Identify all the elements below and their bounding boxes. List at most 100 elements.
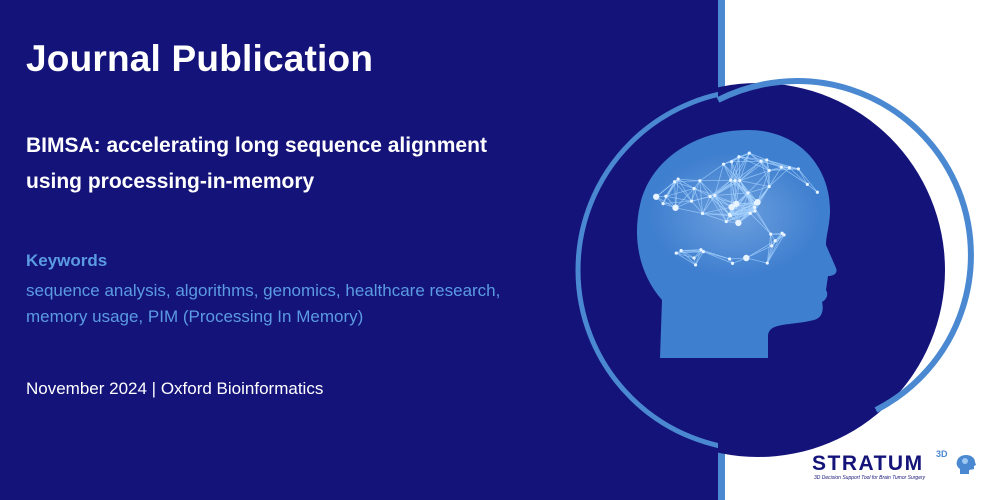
- network-link: [726, 206, 755, 222]
- network-node: [735, 219, 742, 227]
- network-node: [767, 184, 771, 189]
- network-node: [728, 214, 732, 218]
- network-link: [735, 203, 739, 223]
- network-link: [725, 215, 731, 222]
- network-link: [730, 206, 755, 217]
- network-link: [730, 212, 751, 217]
- network-link: [723, 163, 741, 181]
- network-link: [729, 206, 755, 215]
- network-link: [729, 203, 737, 217]
- network-node: [754, 199, 761, 206]
- network-link: [738, 203, 756, 224]
- network-link: [739, 180, 756, 204]
- network-link: [729, 206, 733, 215]
- network-node: [727, 212, 732, 217]
- network-link: [739, 170, 770, 181]
- network-link: [770, 234, 773, 246]
- network-link: [734, 180, 758, 203]
- network-link: [738, 207, 755, 224]
- network-link: [725, 214, 730, 222]
- network-link: [757, 170, 770, 203]
- network-link: [747, 192, 758, 203]
- network-link: [749, 207, 755, 214]
- network-link: [757, 186, 770, 203]
- network-link: [747, 192, 751, 214]
- network-link: [738, 156, 762, 162]
- network-node: [748, 211, 752, 215]
- paper-title: BIMSA: accelerating long sequence alignm…: [26, 134, 487, 193]
- network-link: [734, 180, 749, 194]
- network-link: [781, 166, 799, 170]
- network-link: [749, 152, 762, 162]
- network-node: [770, 244, 774, 248]
- network-link: [754, 186, 770, 208]
- network-link: [725, 203, 737, 222]
- network-link: [754, 210, 772, 235]
- network-link: [760, 160, 790, 169]
- network-link: [771, 234, 785, 247]
- network-link: [731, 206, 755, 212]
- network-link: [731, 180, 741, 208]
- network-node: [733, 179, 737, 183]
- network-link: [725, 206, 732, 222]
- network-link: [729, 212, 751, 215]
- network-link: [746, 257, 768, 264]
- network-link: [749, 213, 772, 235]
- network-link: [749, 203, 756, 214]
- network-link: [729, 203, 737, 215]
- network-link: [730, 179, 756, 204]
- network-link: [769, 166, 782, 171]
- network-link: [726, 221, 739, 224]
- network-link: [747, 192, 755, 208]
- network-link: [739, 159, 768, 181]
- network-link: [739, 160, 762, 181]
- network-link: [739, 180, 758, 203]
- network-link: [739, 180, 755, 208]
- network-link: [754, 202, 758, 212]
- network-node: [753, 209, 757, 213]
- network-link: [766, 233, 783, 264]
- network-node: [738, 178, 742, 183]
- network-node: [765, 158, 769, 162]
- network-link: [766, 159, 790, 169]
- network-link: [730, 152, 750, 181]
- network-link: [760, 161, 770, 187]
- network-link: [766, 234, 785, 264]
- network-link: [730, 179, 749, 194]
- network-link: [731, 203, 756, 208]
- network-node: [728, 203, 735, 211]
- page-title: Journal Publication: [26, 38, 374, 79]
- network-link: [760, 160, 782, 168]
- publication-info: November 2024 | Oxford Bioinformatics: [26, 379, 324, 398]
- network-link: [736, 203, 751, 214]
- network-link: [729, 203, 756, 215]
- network-node: [815, 190, 819, 194]
- network-link: [750, 210, 756, 214]
- network-link: [774, 232, 783, 241]
- network-link: [723, 156, 740, 165]
- network-link: [736, 203, 755, 208]
- network-link: [738, 201, 758, 224]
- network-link: [771, 232, 783, 247]
- network-link: [789, 167, 799, 170]
- network-link: [747, 186, 770, 194]
- network-link: [729, 201, 758, 215]
- keywords-list: sequence analysis, algorithms, genomics,…: [26, 281, 501, 326]
- network-link: [769, 168, 799, 171]
- network-link: [735, 180, 741, 204]
- network-node: [743, 254, 750, 262]
- network-node: [765, 261, 769, 265]
- network-link: [736, 203, 756, 212]
- network-link: [731, 206, 751, 214]
- network-link: [730, 156, 740, 181]
- network-link: [781, 232, 785, 236]
- network-link: [739, 180, 756, 212]
- network-link: [730, 215, 739, 224]
- network-link: [738, 213, 751, 224]
- network-link: [731, 152, 750, 163]
- network-link: [766, 240, 776, 264]
- network-link: [766, 245, 772, 264]
- network-node: [773, 239, 777, 243]
- network-link: [731, 161, 741, 181]
- network-link: [781, 166, 790, 169]
